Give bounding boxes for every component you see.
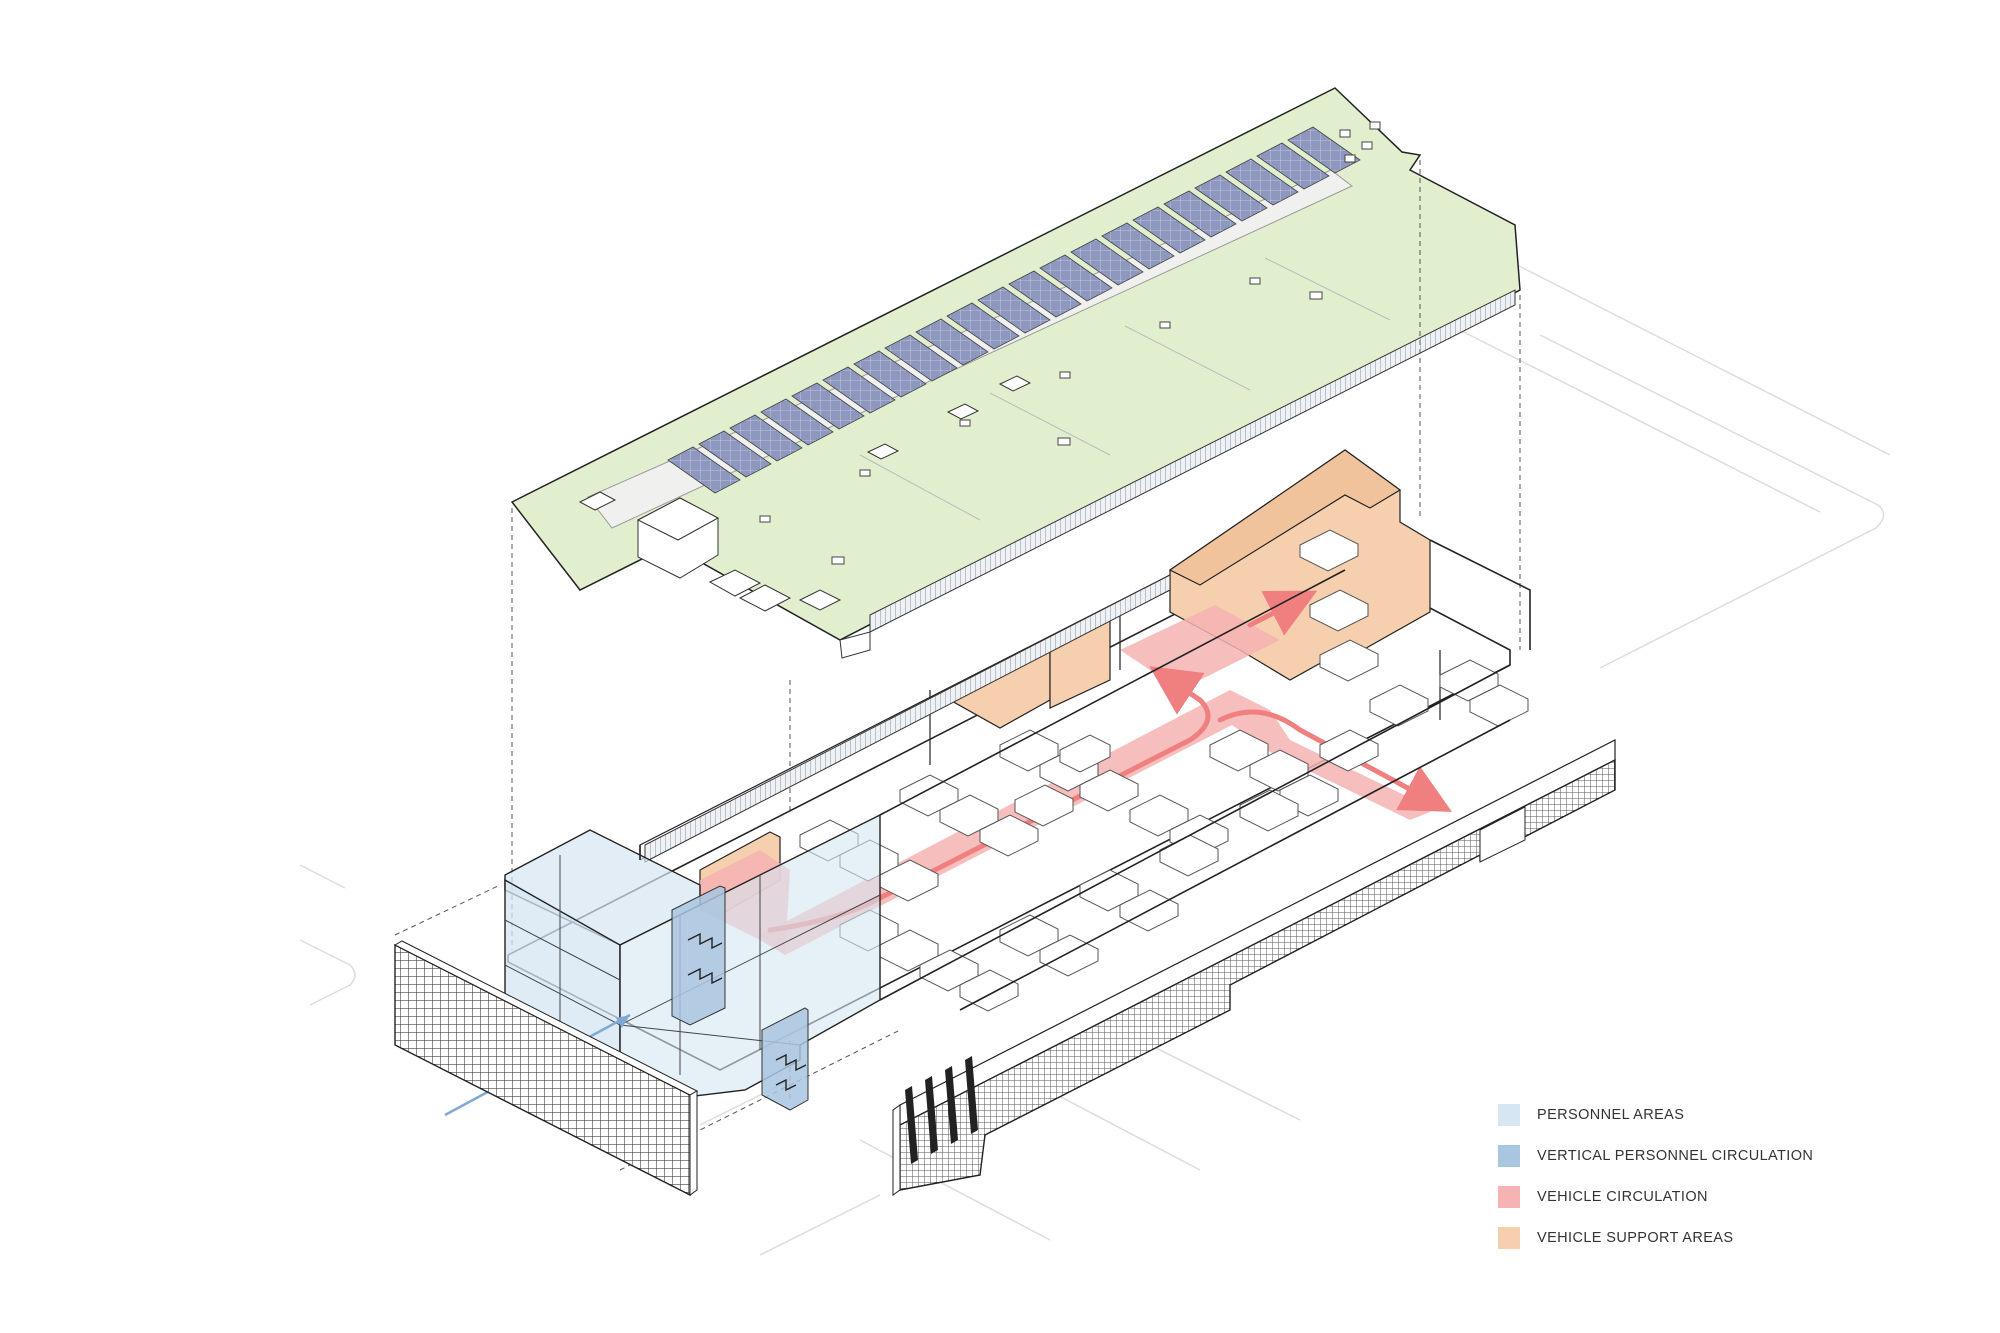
legend-swatch-vehicle-support-areas bbox=[1498, 1227, 1520, 1249]
legend-item-personnel-areas: PERSONNEL AREAS bbox=[1498, 1104, 1918, 1126]
south-facade-door bbox=[1479, 806, 1526, 863]
legend-item-vertical-personnel-circulation: VERTICAL PERSONNEL CIRCULATION bbox=[1498, 1145, 1918, 1167]
stair-core-upper bbox=[671, 885, 726, 1026]
roof-parapet-front bbox=[839, 631, 871, 659]
legend-swatch-personnel-areas bbox=[1498, 1104, 1520, 1126]
roof-skylights bbox=[759, 121, 1381, 565]
solar-panel-icon bbox=[667, 126, 1361, 494]
legend-swatch-vertical-personnel-circulation bbox=[1498, 1145, 1520, 1167]
vertical-personnel-circulation bbox=[671, 885, 809, 1111]
legend-label: PERSONNEL AREAS bbox=[1537, 1107, 1685, 1123]
south-facade-entry-fins bbox=[905, 1056, 978, 1164]
legend-item-vehicle-circulation: VEHICLE CIRCULATION bbox=[1498, 1186, 1918, 1208]
legend-label: VEHICLE SUPPORT AREAS bbox=[1537, 1230, 1734, 1246]
vehicle-flow-arrow-icon bbox=[1247, 590, 1318, 636]
legend-swatch-vehicle-circulation bbox=[1498, 1186, 1520, 1208]
legend-item-vehicle-support-areas: VEHICLE SUPPORT AREAS bbox=[1498, 1227, 1918, 1249]
interior-clerestory bbox=[644, 574, 1171, 863]
building-outline bbox=[639, 539, 1531, 1011]
stair-core-lower bbox=[761, 1007, 809, 1111]
roof-clerestory-band bbox=[869, 289, 1516, 633]
roof-mechanical-units bbox=[578, 375, 1032, 612]
solar-panel-array bbox=[667, 126, 1361, 494]
stair-icon bbox=[687, 932, 807, 1092]
ground-level bbox=[393, 449, 1616, 1197]
south-facade-panel bbox=[892, 739, 1616, 1196]
legend-label: VEHICLE CIRCULATION bbox=[1537, 1189, 1708, 1205]
legend-label: VERTICAL PERSONNEL CIRCULATION bbox=[1537, 1148, 1814, 1164]
service-bay-block-east-top bbox=[1168, 449, 1402, 586]
green-roof-bay-lines bbox=[859, 257, 1391, 521]
green-roof-surface bbox=[510, 87, 1521, 641]
legend: PERSONNEL AREAS VERTICAL PERSONNEL CIRCU… bbox=[1498, 1104, 1918, 1268]
west-facade-panel bbox=[393, 940, 699, 1197]
site-context-lines bbox=[299, 194, 1891, 1256]
vehicle-flow-arrow-icon bbox=[1217, 709, 1453, 812]
roof-level bbox=[510, 87, 1521, 659]
